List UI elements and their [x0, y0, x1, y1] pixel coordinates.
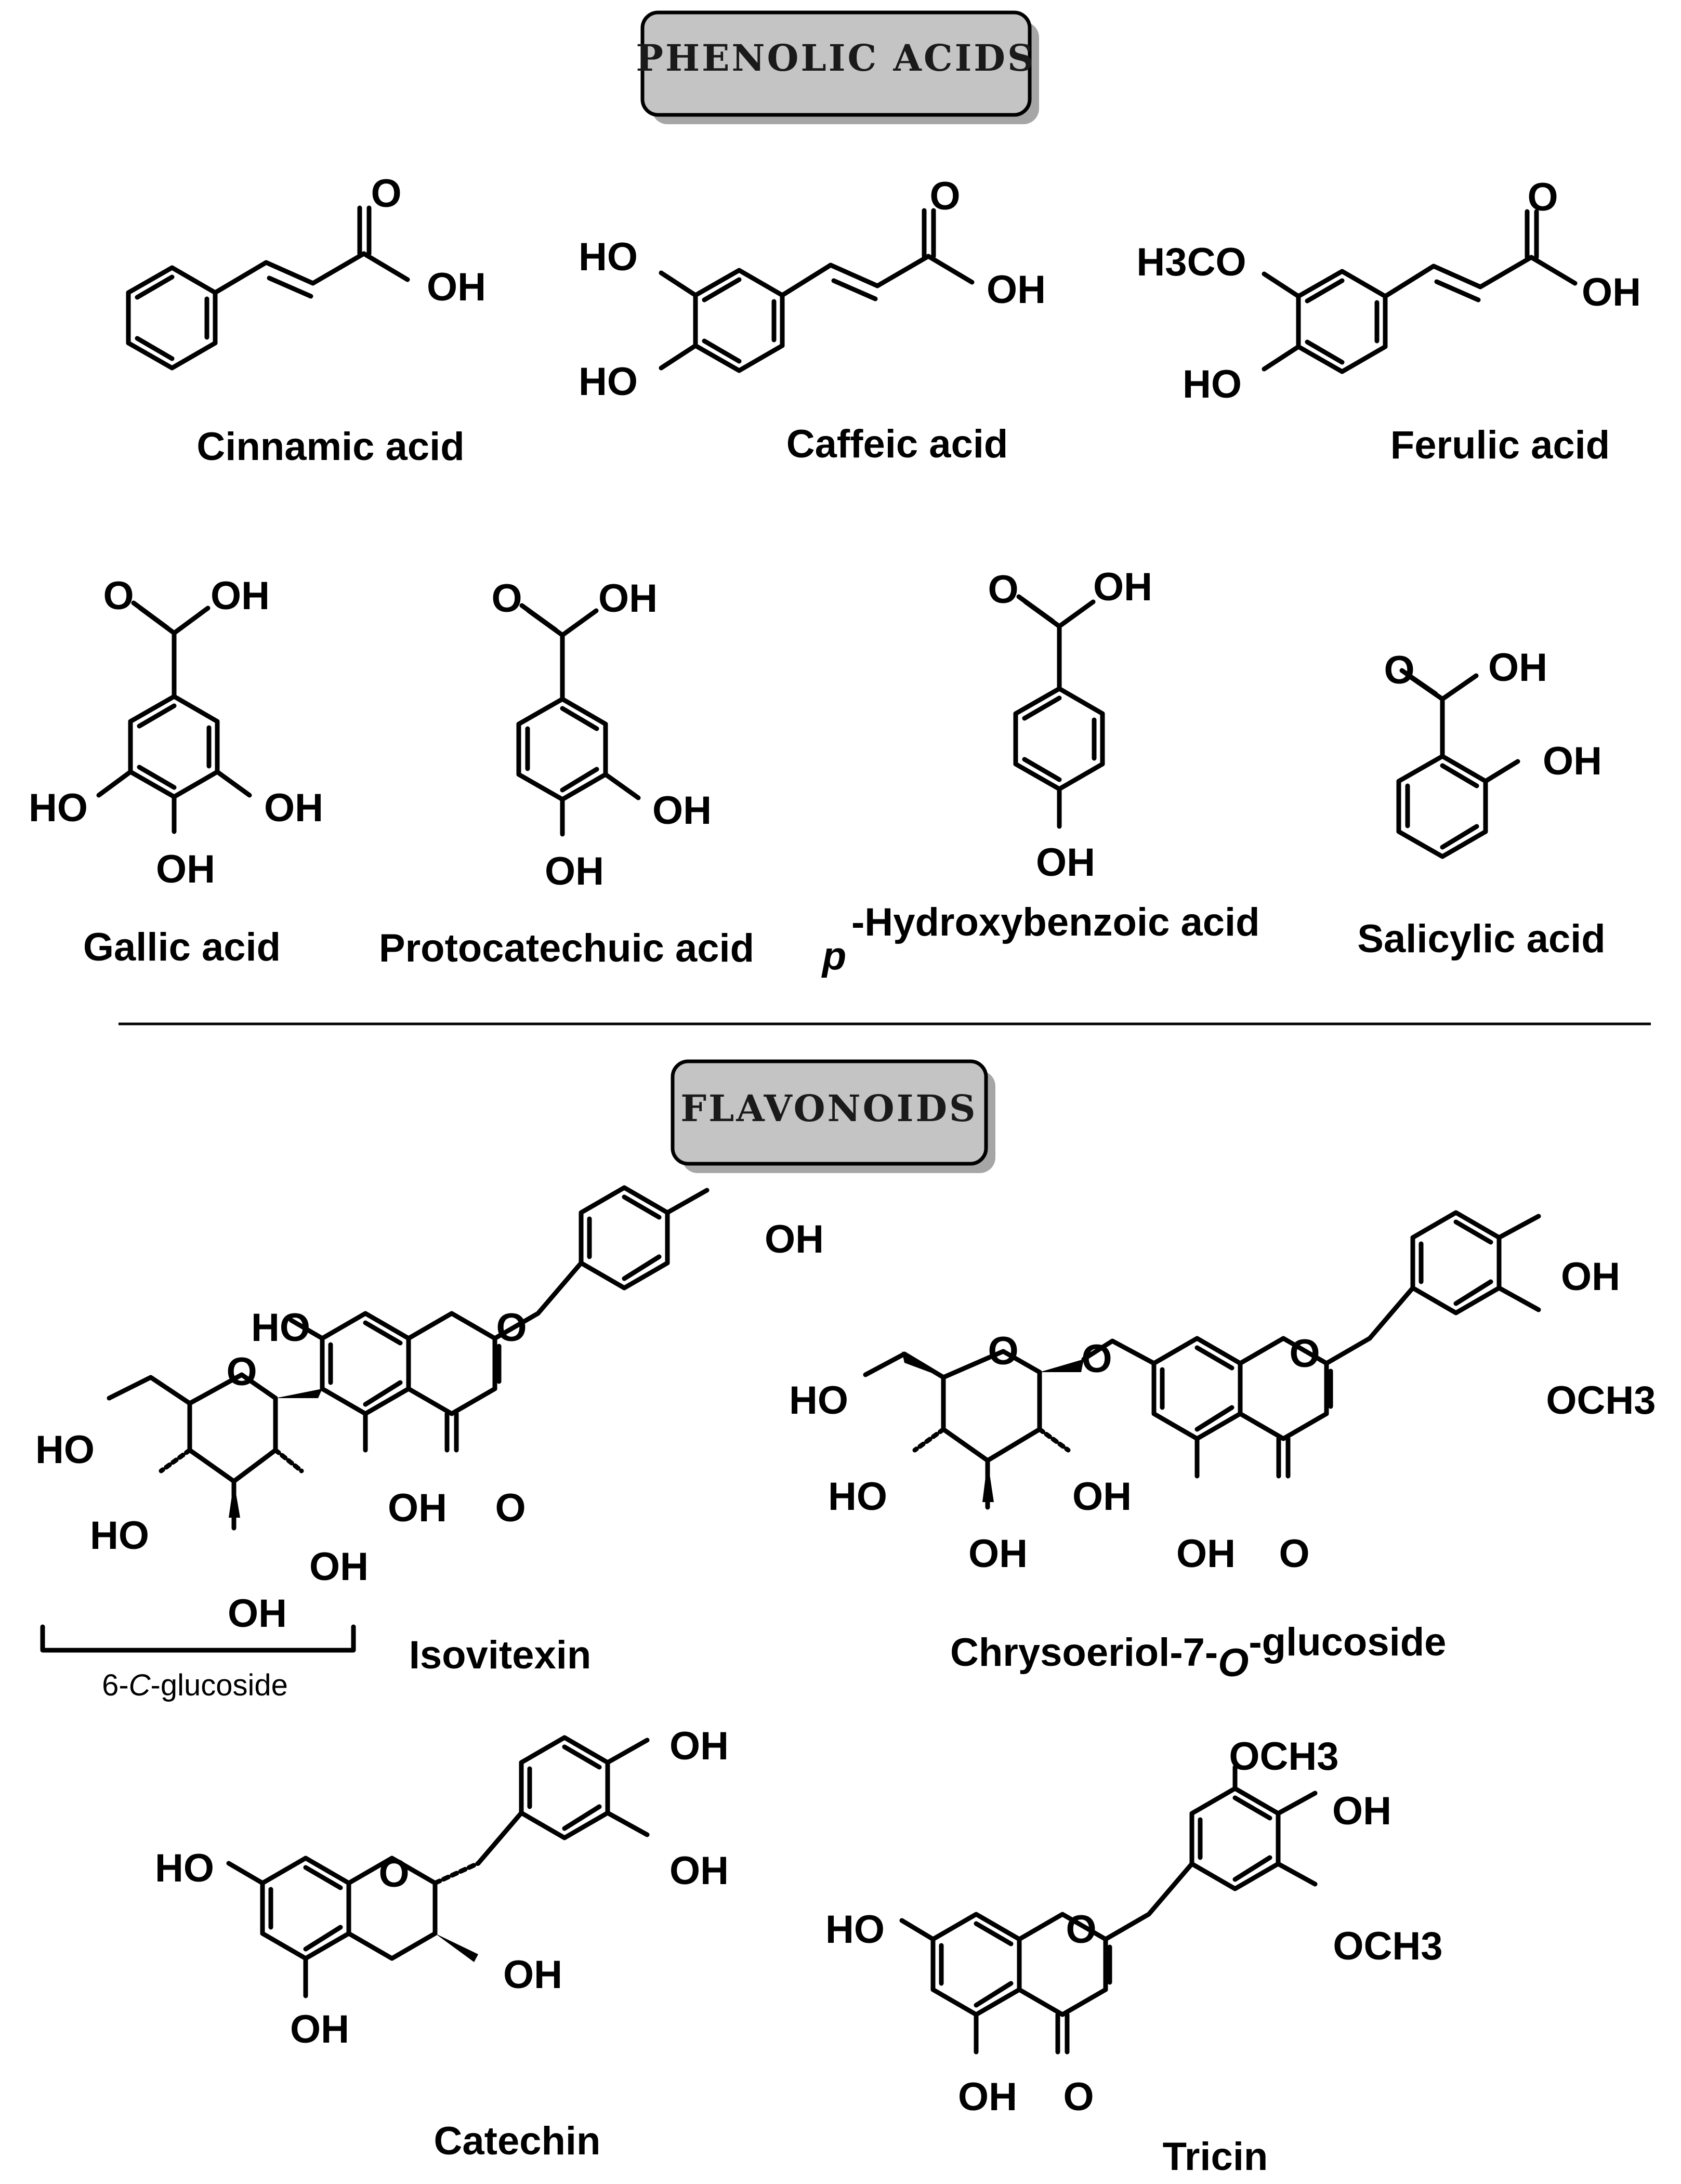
atom-label-OCH3: OCH3 — [1333, 1924, 1442, 1968]
name-isovitexin: Isovitexin — [409, 1633, 592, 1677]
atom-label-O: O — [226, 1350, 257, 1394]
glucoside-bracket: 6-C-glucoside — [40, 1624, 356, 1702]
atom-label-O: O — [1279, 1532, 1309, 1576]
header-box — [640, 10, 1032, 117]
atom-label-OH: OH — [1582, 270, 1641, 314]
atom-label-O: O — [378, 1851, 409, 1896]
atom-label-OH: OH — [958, 2075, 1017, 2119]
atom-label-OH: OH — [264, 786, 323, 830]
atom-label-OH: OH — [669, 1849, 729, 1893]
atom-label-OH: OH — [228, 1591, 287, 1636]
name-gallic-acid: Gallic acid — [83, 925, 281, 969]
name-catechin: Catechin — [434, 2119, 601, 2163]
atom-label-OH: OH — [968, 1532, 1028, 1576]
atom-label-HO: HO — [579, 360, 638, 404]
p-hydroxybenzoic-acid-structure: O OH OH — [988, 565, 1152, 885]
atom-label-HO: HO — [90, 1514, 149, 1558]
atom-label-O: O — [1289, 1332, 1320, 1376]
atom-label-OH: OH — [598, 576, 658, 621]
atom-label-O: O — [1384, 648, 1414, 692]
atom-label-OH: OH — [545, 849, 604, 893]
name-salicylic-acid: Salicylic acid — [1357, 917, 1605, 961]
atom-label-OH: OH — [503, 1953, 562, 1997]
atom-label-O: O — [495, 1486, 526, 1530]
wedge-bond — [902, 1351, 943, 1377]
protocatechuic-acid-structure: O OH OH OH — [491, 576, 712, 893]
atom-label-O: O — [103, 574, 134, 618]
atom-label-OH: OH — [765, 1217, 824, 1261]
ferulic-acid-structure: O OH H3CO HO — [1136, 175, 1641, 406]
tricin-structure: O HO OCH3 OH OCH3 OH O — [825, 1734, 1443, 2119]
flavonoids-header: FLAVONOIDS — [671, 1059, 995, 1173]
atom-label-OH: OH — [156, 847, 215, 891]
atom-label-OCH3: OCH3 — [1546, 1378, 1656, 1423]
atom-label-HO: HO — [251, 1306, 310, 1350]
atom-label-OH: OH — [652, 788, 712, 833]
name-cinnamic-acid: Cinnamic acid — [196, 425, 464, 469]
atom-label-O: O — [496, 1306, 527, 1350]
wedge-bond — [1040, 1359, 1084, 1372]
atom-label-OH: OH — [1543, 739, 1602, 783]
name-tricin: Tricin — [1163, 2135, 1268, 2179]
header-box — [671, 1059, 988, 1166]
atom-label-O: O — [929, 174, 960, 218]
cinnamic-acid-structure: O OH — [126, 172, 486, 371]
name-caffeic-acid: Caffeic acid — [786, 422, 1008, 466]
atom-label-HO: HO — [825, 1907, 885, 1952]
phenolic-acids-title: PHENOLIC ACIDS — [636, 36, 1035, 80]
atom-label-HO: HO — [789, 1378, 848, 1423]
atom-label-O: O — [1066, 1907, 1096, 1952]
salicylic-acid-structure: O OH OH — [1384, 646, 1602, 859]
chrysoeriol-glucoside-structure: OH OCH3 O O O HO HO OH OH OH O — [789, 1210, 1656, 1576]
atom-label-OH: OH — [1093, 565, 1152, 609]
atom-label-O: O — [491, 576, 522, 621]
wedge-bond — [275, 1389, 322, 1398]
atom-label-HO: HO — [579, 235, 638, 279]
wedge-bond — [435, 1933, 478, 1962]
atom-label-HO: HO — [828, 1475, 887, 1519]
atom-label-HO: HO — [1183, 362, 1242, 406]
atom-label-OH: OH — [1176, 1532, 1236, 1576]
atom-label-O: O — [1063, 2075, 1094, 2119]
flavonoids-title: FLAVONOIDS — [680, 1087, 977, 1130]
atom-label-O: O — [988, 1329, 1018, 1373]
atom-label-OH: OH — [388, 1486, 447, 1530]
atom-label-O: O — [988, 568, 1018, 612]
wedge-bond — [229, 1481, 240, 1518]
name-italic-p: p — [821, 934, 846, 978]
gallic-acid-structure: O OH HO OH OH — [29, 574, 323, 891]
catechin-structure: O HO OH OH OH OH — [155, 1724, 729, 2051]
atom-label-O: O — [1081, 1337, 1112, 1381]
atom-label-OCH3: OCH3 — [1229, 1734, 1338, 1779]
atom-label-OH: OH — [290, 2007, 349, 2051]
atom-label-OH: OH — [1488, 646, 1547, 690]
bracket-label: 6-C-glucoside — [102, 1668, 288, 1702]
atom-label-O: O — [371, 172, 401, 216]
caffeic-acid-structure: O OH HO HO — [579, 174, 1046, 404]
atom-label-OH: OH — [309, 1545, 369, 1589]
phenolic-acids-header: PHENOLIC ACIDS — [636, 10, 1039, 124]
atom-label-OH: OH — [427, 265, 486, 309]
name-p-hydroxybenzoic-acid: -Hydroxybenzoic acid — [851, 900, 1260, 944]
atom-label-OH: OH — [987, 268, 1046, 312]
name-chrysoeriol-glucoside: Chrysoeriol-7-O-glucoside — [950, 1620, 1446, 1685]
atom-label-OH: OH — [1332, 1789, 1391, 1833]
atom-label-O: O — [1527, 175, 1558, 219]
atom-label-HO: HO — [155, 1846, 214, 1890]
name-protocatechuic-acid: Protocatechuic acid — [379, 926, 754, 970]
isovitexin-structure: OH O HO O HO OH O HO OH OH — [35, 1185, 824, 1636]
wedge-bond — [982, 1461, 994, 1502]
atom-label-OH: OH — [211, 574, 270, 618]
name-ferulic-acid: Ferulic acid — [1390, 423, 1610, 467]
atom-label-HO: HO — [29, 786, 88, 830]
atom-label-OH: OH — [1561, 1255, 1620, 1299]
atom-label-H3CO: H3CO — [1136, 240, 1246, 284]
atom-label-OH: OH — [1036, 840, 1095, 885]
atom-label-HO: HO — [35, 1428, 95, 1472]
atom-label-OH: OH — [669, 1724, 729, 1768]
atom-label-OH: OH — [1072, 1475, 1132, 1519]
